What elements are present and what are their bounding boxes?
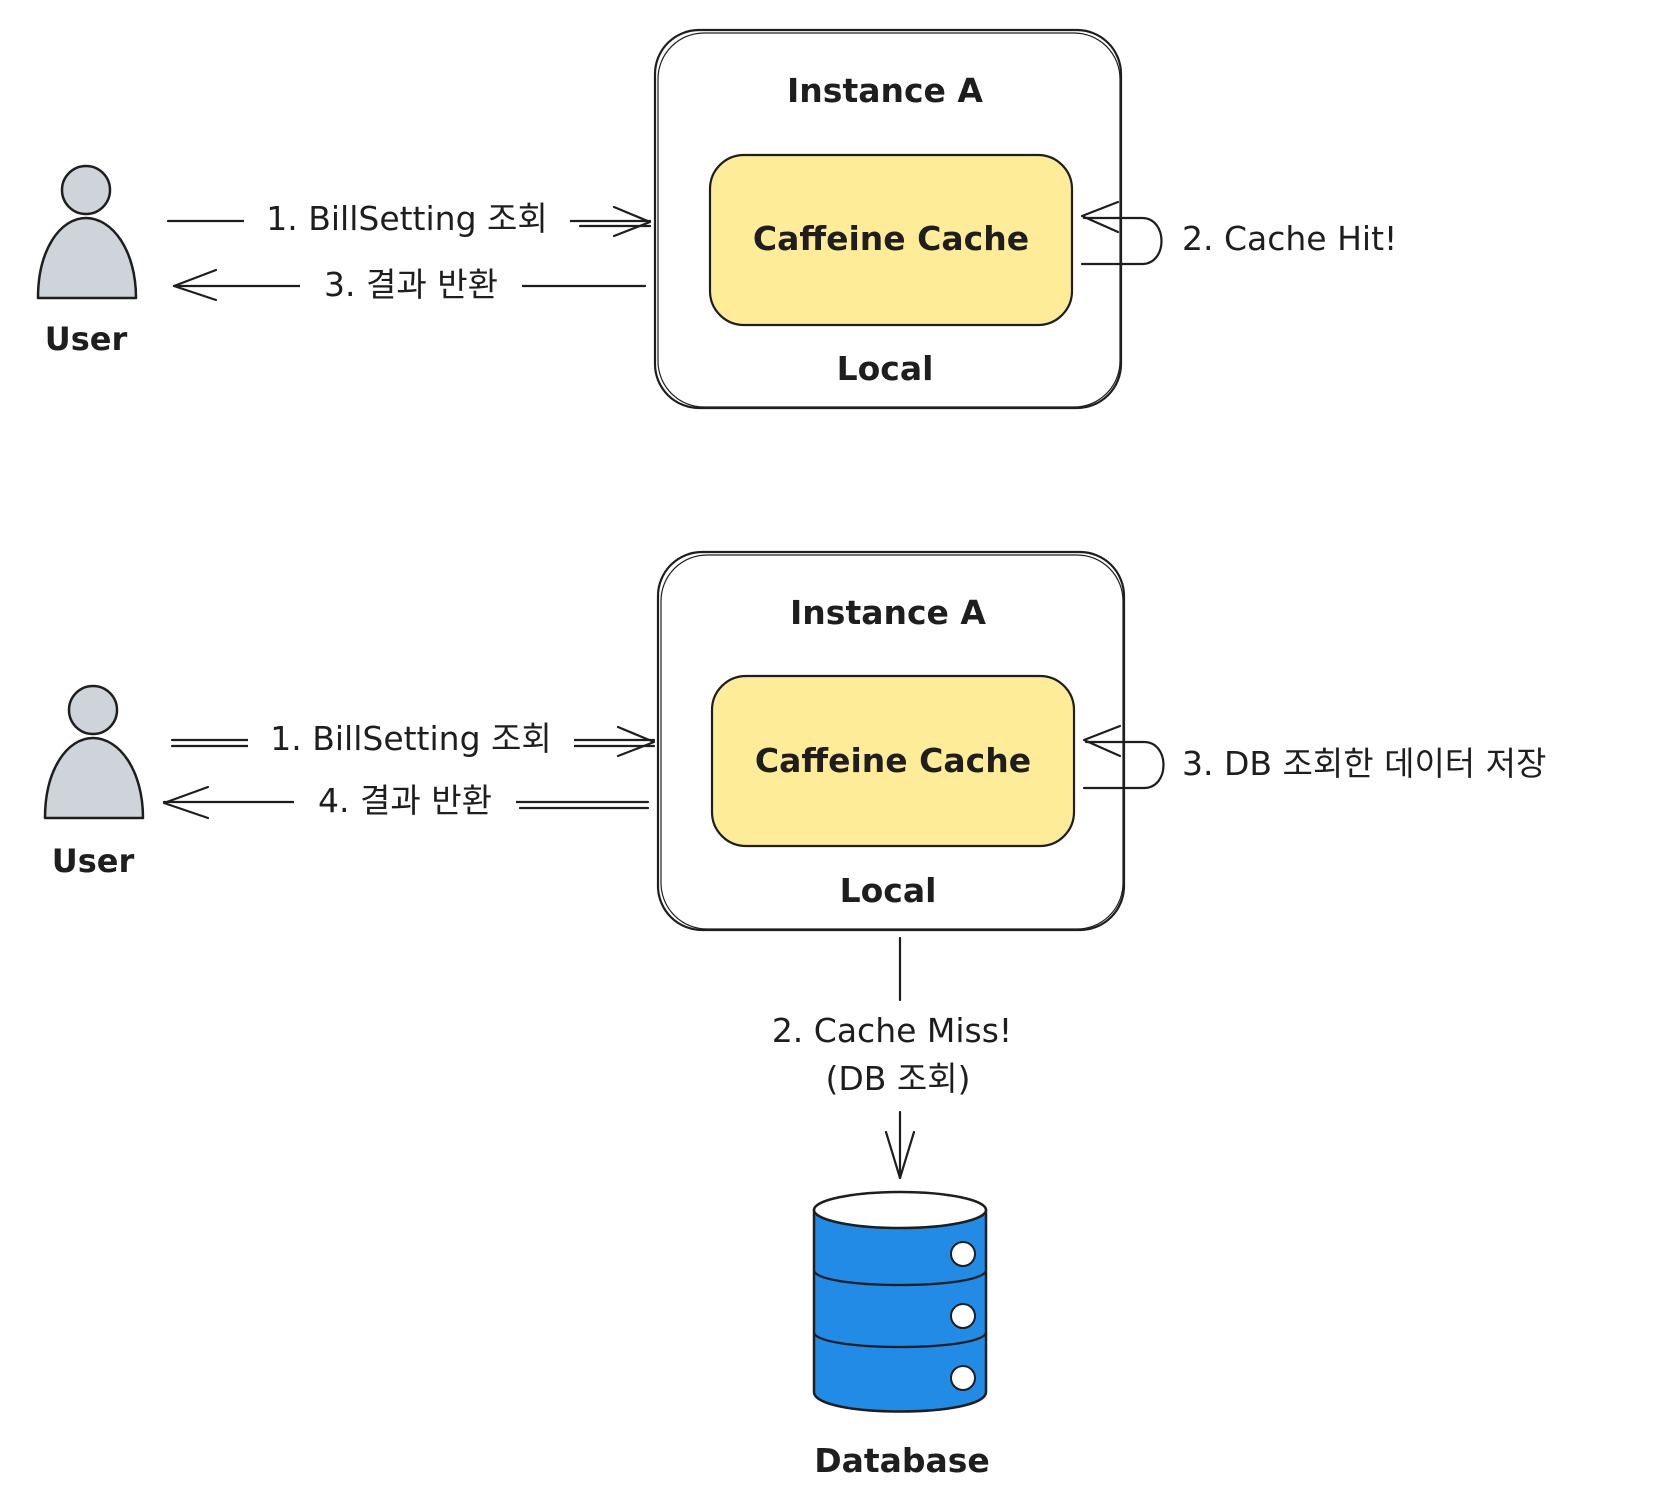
db-edge-arrow[interactable]: 2. Cache Miss! (DB 조회)	[772, 936, 1012, 1180]
bottom-request-head	[616, 725, 656, 758]
bottom-instance-box[interactable]: Instance A Caffeine Cache Local	[656, 550, 1126, 932]
db-edge-head	[884, 1130, 916, 1180]
database-label: Database	[814, 1441, 990, 1480]
top-response-label: 3. 결과 반환	[324, 265, 498, 304]
database-top	[812, 1190, 988, 1230]
top-response-head	[172, 268, 218, 302]
database-body	[812, 1208, 988, 1413]
bottom-cache-label: Caffeine Cache	[755, 741, 1031, 780]
bottom-response-arrow[interactable]: 4. 결과 반환	[162, 778, 650, 822]
bottom-user-actor[interactable]: User	[43, 684, 145, 880]
database-light-1	[950, 1241, 976, 1267]
top-scenario: User Instance A Caffeine Cache Local 1. …	[36, 28, 1397, 410]
top-user-actor[interactable]: User	[36, 164, 138, 358]
bottom-user-body	[43, 736, 145, 820]
bottom-response-label: 4. 결과 반환	[318, 781, 492, 820]
bottom-user-head	[67, 684, 119, 736]
top-self-label: 2. Cache Hit!	[1182, 219, 1397, 258]
top-user-body	[36, 216, 138, 300]
top-user-head	[60, 164, 112, 216]
bottom-self-loop-line	[1082, 740, 1165, 790]
database-band-2	[812, 1330, 988, 1349]
database-icon[interactable]	[812, 1190, 988, 1413]
bottom-request-label: 1. BillSetting 조회	[270, 719, 552, 758]
database-light-2	[950, 1303, 976, 1329]
top-local-label: Local	[837, 349, 934, 388]
top-response-label-bg	[300, 262, 522, 306]
bottom-user-label: User	[52, 842, 135, 880]
bottom-self-loop-head	[1082, 724, 1122, 758]
top-instance-box[interactable]: Instance A Caffeine Cache Local	[653, 28, 1123, 410]
top-request-arrow[interactable]: 1. BillSetting 조회	[166, 196, 652, 240]
db-edge-label-line1: 2. Cache Miss!	[772, 1011, 1012, 1050]
top-response-arrow[interactable]: 3. 결과 반환	[172, 262, 647, 306]
bottom-response-label-bg	[294, 778, 516, 822]
top-self-loop-line	[1080, 216, 1163, 266]
bottom-request-arrow[interactable]: 1. BillSetting 조회	[170, 716, 656, 760]
top-user-label: User	[45, 320, 128, 358]
database-light-3	[950, 1365, 976, 1391]
bottom-self-loop-arrow[interactable]: 3. DB 조회한 데이터 저장	[1082, 724, 1546, 790]
top-cache-box[interactable]	[708, 153, 1074, 327]
bottom-local-label: Local	[840, 871, 937, 910]
bottom-self-label: 3. DB 조회한 데이터 저장	[1182, 744, 1546, 783]
top-request-label-bg	[244, 196, 570, 240]
bottom-response-head	[162, 785, 210, 820]
bottom-cache-box[interactable]	[710, 674, 1076, 848]
top-self-loop-head	[1080, 200, 1120, 234]
top-instance-frame-sketch	[657, 32, 1121, 408]
top-request-head	[612, 205, 652, 238]
top-request-label: 1. BillSetting 조회	[266, 199, 548, 238]
top-cache-label: Caffeine Cache	[753, 219, 1029, 258]
bottom-scenario: User Instance A Caffeine Cache Local 1. …	[43, 550, 1546, 1480]
top-instance-title: Instance A	[787, 71, 983, 110]
bottom-request-label-bg	[248, 716, 574, 760]
top-self-loop-arrow[interactable]: 2. Cache Hit!	[1080, 200, 1397, 266]
database-band-1	[812, 1268, 988, 1287]
db-edge-label-line2: (DB 조회)	[825, 1059, 970, 1098]
bottom-instance-title: Instance A	[790, 593, 986, 632]
